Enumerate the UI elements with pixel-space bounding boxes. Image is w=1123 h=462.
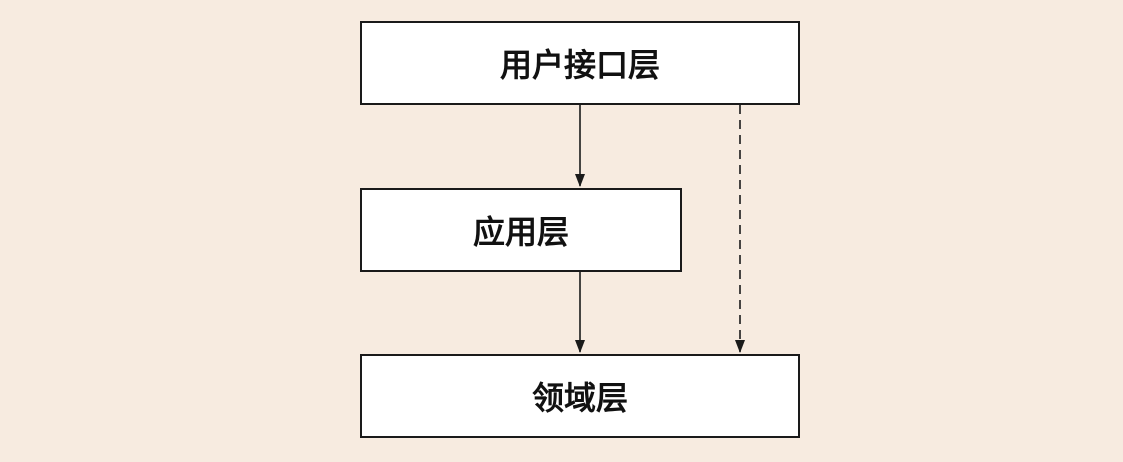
arrowhead-application-to-domain (575, 340, 585, 353)
user-interface-layer-label: 用户接口层 (499, 46, 660, 84)
domain-layer-label: 领域层 (531, 379, 628, 417)
arrowhead-ui-to-domain (735, 340, 745, 353)
arrowhead-ui-to-application (575, 174, 585, 187)
application-layer-label: 应用层 (472, 213, 569, 251)
application-layer-box: 应用层 (360, 188, 682, 272)
domain-layer-box: 领域层 (360, 354, 800, 438)
user-interface-layer-box: 用户接口层 (360, 21, 800, 105)
